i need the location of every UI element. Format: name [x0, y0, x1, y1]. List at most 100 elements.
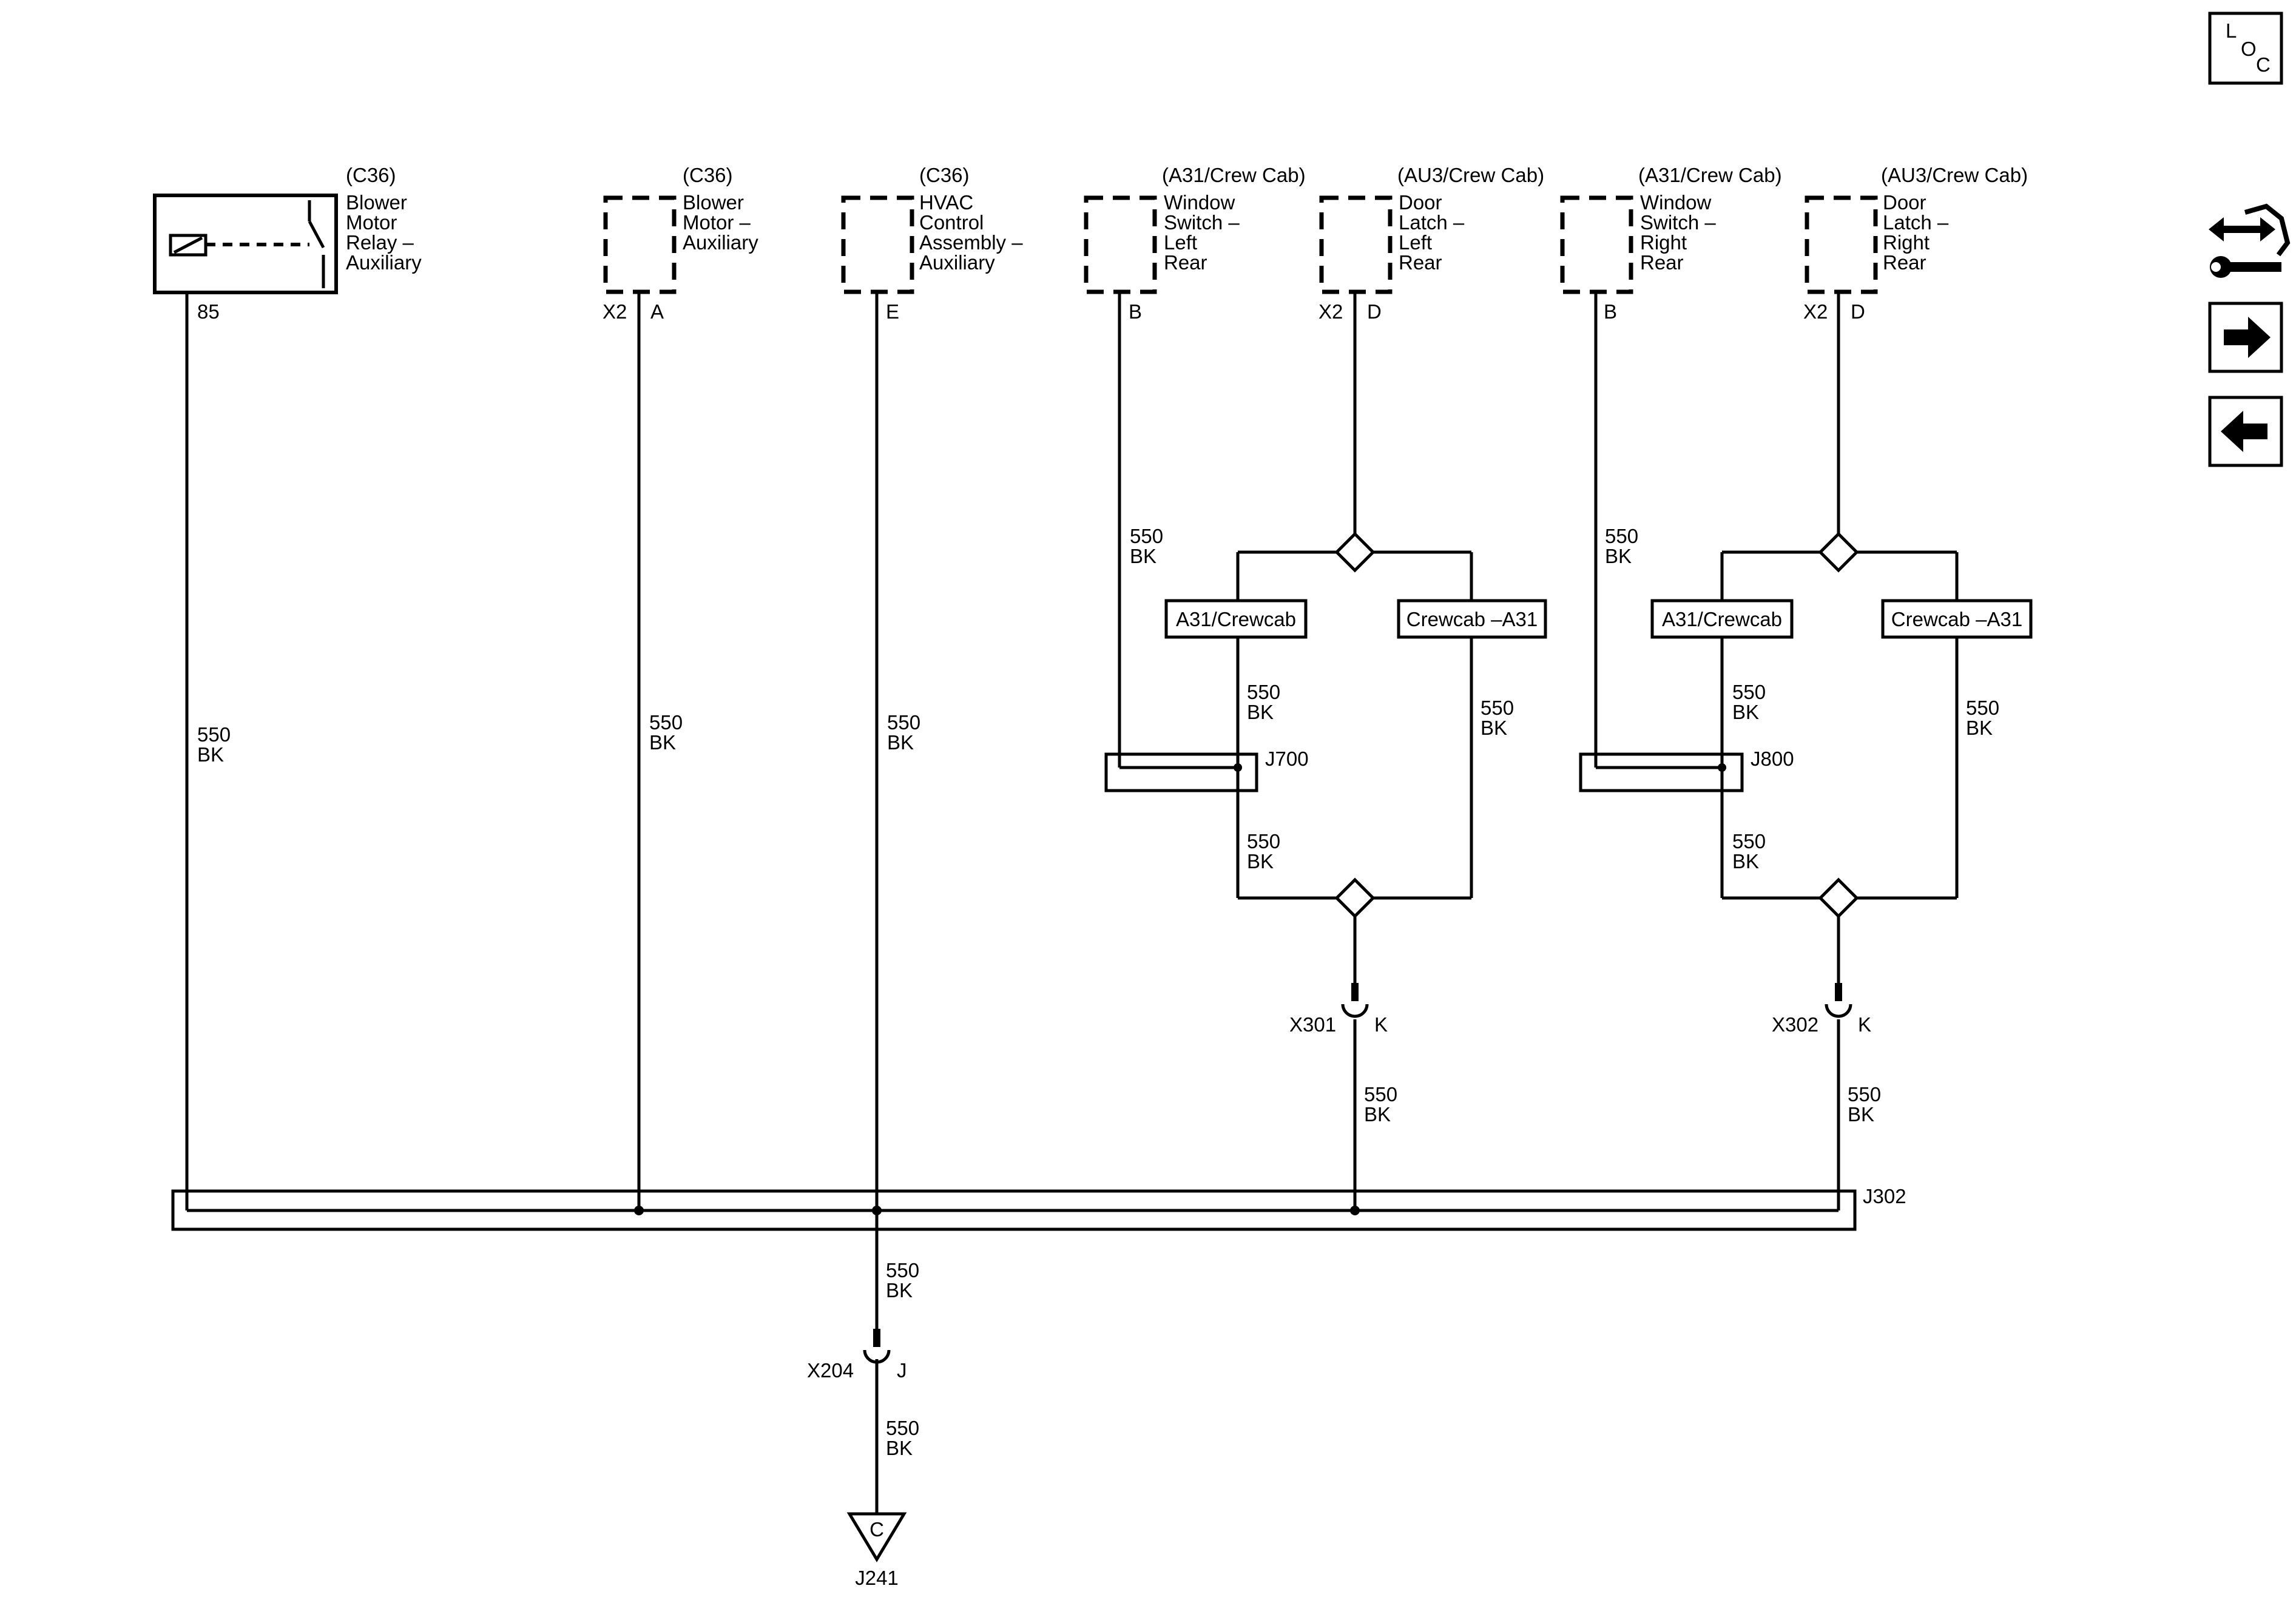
- svg-text:E: E: [886, 300, 899, 323]
- connector-x302[interactable]: X302 K: [1772, 983, 1871, 1036]
- svg-text:Left: Left: [1164, 231, 1197, 254]
- window-switch-left-rear[interactable]: (A31/Crew Cab) Window Switch – Left Rear…: [1084, 164, 1306, 323]
- svg-text:Crewcab –A31: Crewcab –A31: [1406, 608, 1538, 630]
- svg-text:L: L: [2226, 19, 2237, 42]
- svg-text:X302: X302: [1772, 1013, 1818, 1036]
- svg-text:Left: Left: [1399, 231, 1432, 254]
- svg-text:X301: X301: [1289, 1013, 1336, 1036]
- splice-pack-j302[interactable]: J302: [171, 1185, 1906, 1231]
- svg-text:550: 550: [649, 711, 683, 734]
- option-diamond-right-top: [1818, 532, 1859, 573]
- svg-text:(A31/Crew Cab): (A31/Crew Cab): [1638, 164, 1782, 186]
- svg-text:J241: J241: [855, 1567, 899, 1589]
- svg-text:(AU3/Crew Cab): (AU3/Crew Cab): [1397, 164, 1544, 186]
- wires: [185, 292, 1959, 1514]
- hvac-control-assembly-auxiliary[interactable]: (C36) HVAC Control Assembly – Auxiliary …: [841, 164, 1023, 323]
- relay-switch-icon: [308, 220, 325, 249]
- svg-text:Control: Control: [919, 211, 984, 234]
- svg-text:C: C: [2256, 53, 2271, 76]
- svg-text:X2: X2: [603, 300, 627, 323]
- svg-text:A31/Crewcab: A31/Crewcab: [1176, 608, 1296, 630]
- svg-text:Motor –: Motor –: [683, 211, 751, 234]
- previous-arrow-button[interactable]: [2208, 396, 2283, 467]
- svg-text:BK: BK: [1247, 701, 1274, 723]
- svg-text:BK: BK: [649, 731, 676, 754]
- svg-text:BK: BK: [1481, 717, 1507, 739]
- door-latch-left-rear[interactable]: (AU3/Crew Cab) Door Latch – Left Rear X2…: [1319, 164, 1544, 323]
- svg-text:Latch –: Latch –: [1883, 211, 1949, 234]
- svg-text:BK: BK: [1130, 545, 1156, 567]
- svg-text:(AU3/Crew Cab): (AU3/Crew Cab): [1881, 164, 2028, 186]
- next-arrow-button[interactable]: [2208, 302, 2283, 373]
- splice-pack-j800[interactable]: J800: [1579, 748, 1794, 792]
- previous-arrow-icon: [2221, 411, 2267, 452]
- svg-text:BK: BK: [1732, 850, 1759, 873]
- svg-text:X2: X2: [1803, 300, 1828, 323]
- svg-text:K: K: [1858, 1013, 1871, 1036]
- svg-text:Right: Right: [1883, 231, 1930, 254]
- svg-text:BK: BK: [886, 1279, 913, 1301]
- svg-text:Door: Door: [1883, 191, 1926, 214]
- svg-text:550: 550: [1130, 525, 1163, 547]
- loc-button[interactable]: L O C: [2208, 12, 2283, 85]
- svg-text:Rear: Rear: [1399, 251, 1442, 274]
- svg-text:550: 550: [886, 1259, 919, 1281]
- option-diamond-left-bottom: [1334, 877, 1376, 919]
- svg-text:J302: J302: [1863, 1185, 1906, 1207]
- svg-text:C: C: [869, 1518, 884, 1541]
- door-latch-right-rear[interactable]: (AU3/Crew Cab) Door Latch – Right Rear X…: [1803, 164, 2028, 323]
- svg-text:J700: J700: [1265, 748, 1309, 770]
- svg-text:Rear: Rear: [1883, 251, 1926, 274]
- svg-text:(C36): (C36): [683, 164, 733, 186]
- svg-text:550: 550: [886, 1417, 919, 1439]
- next-arrow-icon: [2224, 317, 2271, 358]
- wiring-tools-icon[interactable]: [2209, 203, 2291, 278]
- svg-text:Auxiliary: Auxiliary: [346, 251, 422, 274]
- svg-text:Window: Window: [1640, 191, 1712, 214]
- option-label-a31-left: A31/Crewcab: [1164, 599, 1308, 639]
- svg-text:550: 550: [887, 711, 920, 734]
- svg-text:550: 550: [1732, 681, 1766, 703]
- svg-text:550: 550: [197, 723, 231, 746]
- connector-x204[interactable]: X204 J: [807, 1329, 907, 1382]
- svg-text:HVAC: HVAC: [919, 191, 973, 214]
- svg-text:(C36): (C36): [919, 164, 970, 186]
- svg-text:B: B: [1604, 300, 1617, 323]
- svg-text:D: D: [1367, 300, 1382, 323]
- svg-text:Relay –: Relay –: [346, 231, 414, 254]
- option-label-a31-right: A31/Crewcab: [1650, 599, 1794, 639]
- svg-text:BK: BK: [1966, 717, 1993, 739]
- svg-text:X204: X204: [807, 1359, 854, 1382]
- svg-text:BK: BK: [887, 731, 914, 754]
- svg-text:BK: BK: [1848, 1103, 1874, 1126]
- svg-text:BK: BK: [886, 1437, 913, 1459]
- svg-text:Switch –: Switch –: [1164, 211, 1240, 234]
- blower-motor-relay-auxiliary[interactable]: (C36) Blower Motor Relay – Auxiliary 85: [153, 164, 422, 323]
- pin-85: 85: [197, 300, 220, 323]
- svg-text:(A31/Crew Cab): (A31/Crew Cab): [1162, 164, 1306, 186]
- svg-text:Rear: Rear: [1164, 251, 1207, 274]
- svg-text:Motor: Motor: [346, 211, 397, 234]
- blower-motor-auxiliary[interactable]: (C36) Blower Motor – Auxiliary X2 A: [603, 164, 758, 323]
- window-switch-right-rear[interactable]: (A31/Crew Cab) Window Switch – Right Rea…: [1560, 164, 1782, 323]
- svg-text:550: 550: [1848, 1083, 1881, 1106]
- option-diamond-right-bottom: [1818, 877, 1859, 919]
- svg-text:O: O: [2241, 38, 2257, 60]
- splice-pack-j700[interactable]: J700: [1104, 748, 1309, 792]
- ground-j241[interactable]: C J241: [846, 1512, 907, 1589]
- connector-x301[interactable]: X301 K: [1289, 983, 1388, 1036]
- svg-text:D: D: [1851, 300, 1865, 323]
- svg-text:BK: BK: [1732, 701, 1759, 723]
- svg-text:Blower: Blower: [346, 191, 407, 214]
